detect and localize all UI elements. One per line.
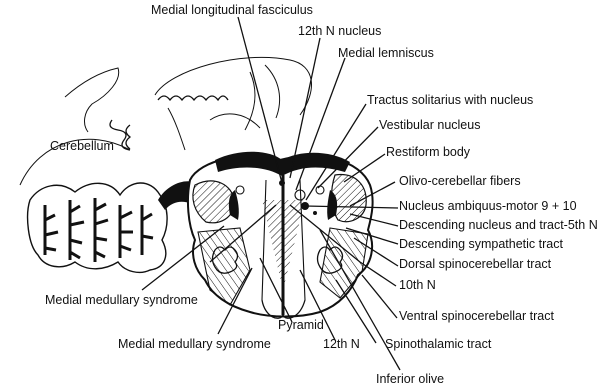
label-descending-sympathetic: Descending sympathetic tract (399, 237, 563, 251)
label-mlf: Medial longitudinal fasciculus (151, 3, 313, 17)
label-12th-n-nucleus: 12th N nucleus (298, 24, 381, 38)
label-tractus-solitarius: Tractus solitarius with nucleus (367, 93, 533, 107)
label-dorsal-spinocerebellar: Dorsal spinocerebellar tract (399, 257, 552, 271)
label-inferior-olive: Inferior olive (376, 372, 444, 386)
label-restiform-body: Restiform body (386, 145, 471, 159)
label-nucleus-ambiguus: Nucleus ambiquus-motor 9 + 10 (399, 199, 577, 213)
label-10th-n: 10th N (399, 278, 436, 292)
coiled-vessel (110, 96, 228, 150)
label-olivo-cerebellar-fibers: Olivo-cerebellar fibers (399, 174, 521, 188)
label-medial-lemniscus: Medial lemniscus (338, 46, 434, 60)
label-descending-nucleus-5th: Descending nucleus and tract-5th N (399, 218, 598, 232)
cerebellar-folia (28, 181, 205, 272)
label-medial-medullary-2: Medial medullary syndrome (118, 337, 271, 351)
label-12th-n: 12th N (323, 337, 360, 351)
label-medial-medullary-1: Medial medullary syndrome (45, 293, 198, 307)
label-ventral-spinocerebellar: Ventral spinocerebellar tract (399, 309, 554, 323)
label-cerebellum: Cerebellum (50, 139, 114, 153)
label-spinothalamic: Spinothalamic tract (385, 337, 492, 351)
label-vestibular-nucleus: Vestibular nucleus (379, 118, 480, 132)
label-pyramid: Pyramid (278, 318, 324, 332)
